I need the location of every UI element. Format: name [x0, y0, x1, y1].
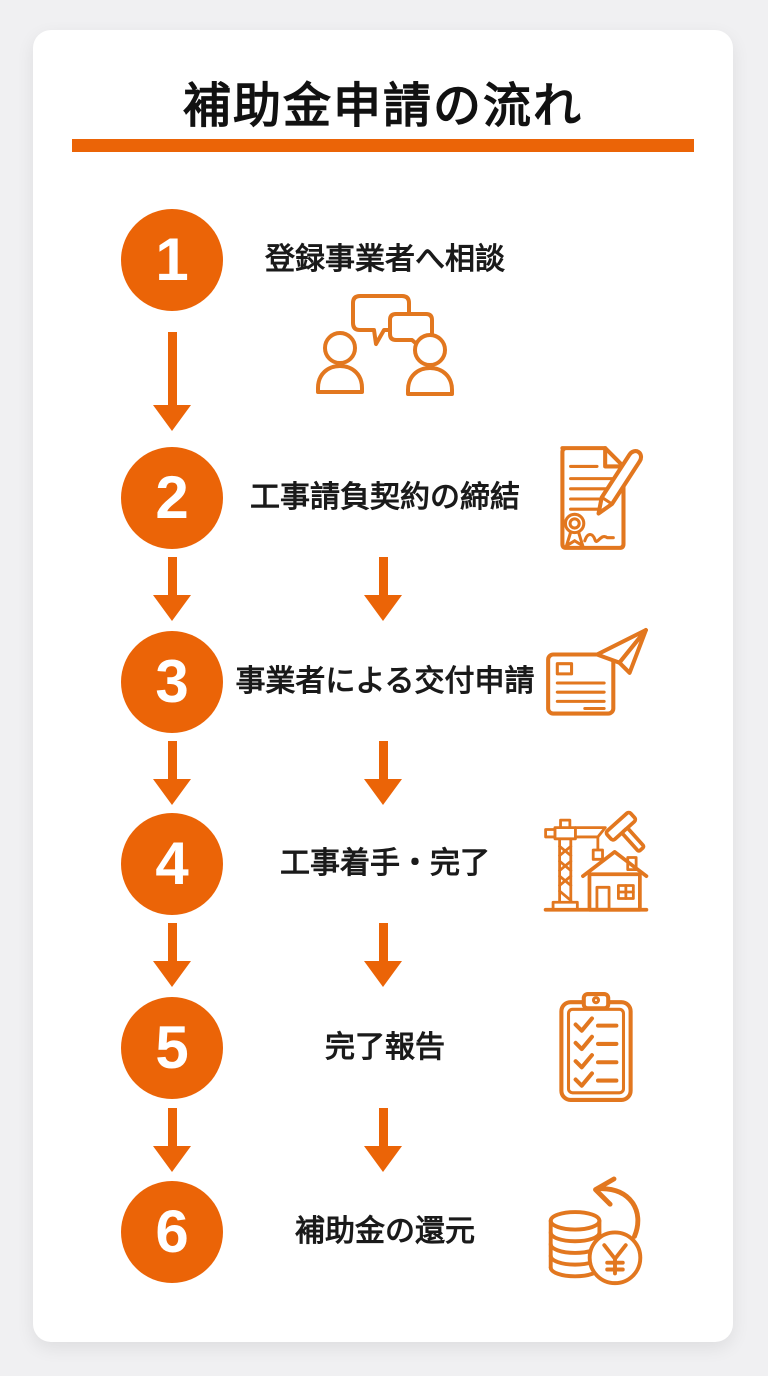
construction-icon [540, 808, 652, 920]
step-number-1: 1 [155, 226, 189, 293]
step-number-5: 5 [155, 1014, 189, 1081]
title-underline [72, 139, 694, 152]
down-arrow [153, 557, 191, 621]
step-circle-4: 4 [121, 813, 223, 915]
step-label-4: 工事着手・完了 [280, 847, 490, 880]
step-number-3: 3 [155, 648, 189, 715]
step-circle-6: 6 [121, 1181, 223, 1283]
contract-icon [540, 442, 652, 554]
down-arrow [364, 1108, 402, 1172]
down-arrow [153, 1108, 191, 1172]
step-circle-2: 2 [121, 447, 223, 549]
step-circle-1: 1 [121, 209, 223, 311]
page-title: 補助金申請の流れ [182, 80, 583, 133]
step-label-6: 補助金の還元 [295, 1215, 475, 1248]
consultation-icon [310, 292, 460, 396]
step-number-4: 4 [155, 830, 189, 897]
step-circle-3: 3 [121, 631, 223, 733]
subsidy-refund-icon [540, 1176, 652, 1288]
down-arrow [153, 332, 191, 431]
step-number-2: 2 [155, 464, 189, 531]
grant-application-icon [540, 626, 652, 738]
completion-report-icon [540, 992, 652, 1104]
down-arrow [364, 923, 402, 987]
step-label-3: 事業者による交付申請 [235, 665, 535, 698]
step-label-1: 登録事業者へ相談 [265, 243, 505, 276]
down-arrow [153, 741, 191, 805]
down-arrow [153, 923, 191, 987]
step-circle-5: 5 [121, 997, 223, 1099]
step-label-2: 工事請負契約の締結 [250, 481, 520, 514]
down-arrow [364, 741, 402, 805]
step-number-6: 6 [155, 1198, 189, 1265]
flow-card: 補助金申請の流れ 1 登録事業者へ相談 2 工事請負契約の締結 [33, 30, 733, 1342]
step-label-5: 完了報告 [325, 1031, 445, 1064]
down-arrow [364, 557, 402, 621]
